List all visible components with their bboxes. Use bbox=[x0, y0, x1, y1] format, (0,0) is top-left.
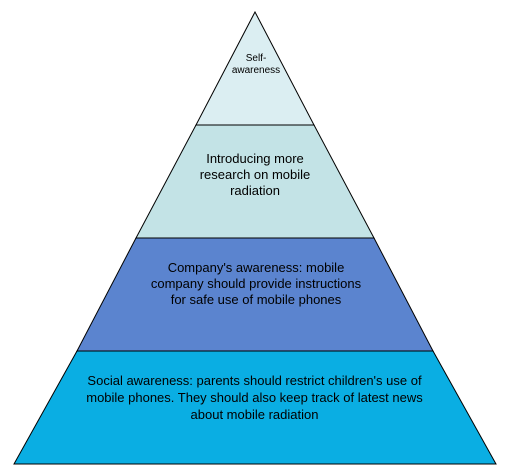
pyramid-level-1-label: Self-awareness bbox=[231, 53, 281, 76]
pyramid-level-4-label: Social awareness: parents should restric… bbox=[86, 373, 423, 422]
pyramid-level-4-shape bbox=[13, 350, 497, 465]
pyramid-level-2-label: Introducing more research on mobile radi… bbox=[199, 151, 311, 198]
pyramid-level-3-label: Company's awareness: mobile company shou… bbox=[150, 260, 362, 307]
